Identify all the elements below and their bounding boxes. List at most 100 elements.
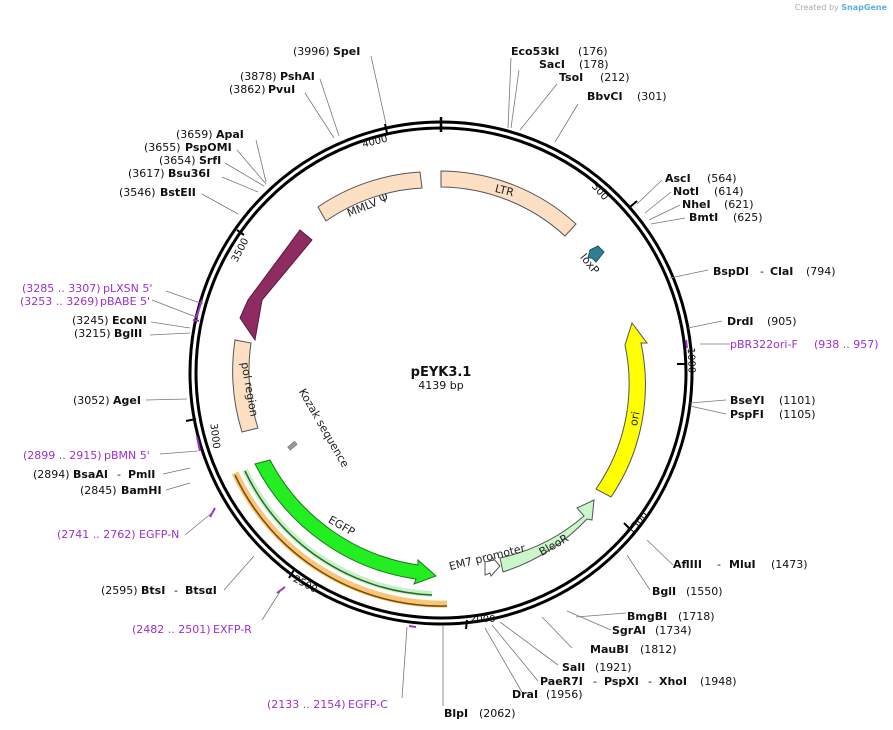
enzyme-bsu36i: Bsu36I xyxy=(168,167,210,180)
gag-feature[interactable] xyxy=(239,229,313,342)
ltr-feature[interactable] xyxy=(440,170,577,237)
site-bsu36i[interactable]: (3617)Bsu36I xyxy=(128,167,210,180)
site-noti[interactable]: NotI (614) xyxy=(673,185,744,198)
site-bgli[interactable]: BglI(1550) xyxy=(652,585,723,598)
enzyme-bbvci: BbvCI xyxy=(587,90,623,103)
site-saci[interactable]: SacI(178) xyxy=(539,58,609,71)
site-paer7i-pspxi-xhoi[interactable]: PaeR7I- PspXI- XhoI(1948) xyxy=(540,675,737,688)
primer-egfp-n-name: EGFP-N xyxy=(139,528,179,541)
enzyme-srfi: SrfI xyxy=(199,154,221,167)
pos-pvui: (3862) xyxy=(229,83,266,96)
site-pshai[interactable]: (3878)PshAI xyxy=(240,70,315,83)
enzyme-btsai: BtsαI xyxy=(185,584,217,597)
site-bspdi-clai[interactable]: BspDI- ClaI(794) xyxy=(713,265,836,278)
site-nhei[interactable]: NheI(621) xyxy=(682,198,754,211)
primer-exfp-r[interactable]: (2482 .. 2501)EXFP-R xyxy=(132,623,252,636)
primer-pbr322ori-f[interactable]: pBR322ori-F(938 .. 957) xyxy=(730,338,879,351)
primer-pbmn-name: pBMN 5' xyxy=(104,449,150,462)
primer-pbabe[interactable]: (3253 .. 3269)pBABE 5' xyxy=(20,295,150,308)
enzyme-apai: ApaI xyxy=(216,128,244,141)
site-drdi[interactable]: DrdI(905) xyxy=(727,315,797,328)
em7-promoter-feature[interactable] xyxy=(484,556,501,577)
site-apai[interactable]: (3659)ApaI xyxy=(176,128,244,141)
egfp-feature[interactable] xyxy=(254,459,437,585)
site-btsi-btsai[interactable]: (2595)BtsI- BtsαI xyxy=(101,584,217,597)
exfp-r-primer-band xyxy=(231,471,448,608)
enzyme-bamhi: BamHI xyxy=(121,484,162,497)
pos-bmgbi: (1718) xyxy=(678,610,715,623)
site-bsaai-pmli[interactable]: (2894)BsaAI- PmlI xyxy=(33,468,155,481)
primer-egfp-n[interactable]: (2741 .. 2762)EGFP-N xyxy=(57,528,179,541)
mmlv-psi-feature[interactable] xyxy=(317,171,423,222)
site-maubi[interactable]: MauBI(1812) xyxy=(590,643,677,656)
primer-pbmn[interactable]: (2899 .. 2915)pBMN 5' xyxy=(23,449,150,462)
pos-noti: (614) xyxy=(714,185,744,198)
primer-pbabe-range: (3253 .. 3269) xyxy=(20,295,99,308)
site-drai[interactable]: DraI(1956) xyxy=(512,688,583,701)
enzyme-drai: DraI xyxy=(512,688,538,701)
enzyme-pspxi: PspXI xyxy=(604,675,639,688)
site-bglii[interactable]: (3215)BglII xyxy=(74,327,142,340)
enzyme-bsaai: BsaAI xyxy=(73,468,108,481)
site-econi[interactable]: (3245)EcoNI xyxy=(72,314,147,327)
pos-sali: (1921) xyxy=(595,661,632,674)
pol-region-feature[interactable] xyxy=(232,339,259,433)
loxp-feature[interactable] xyxy=(587,245,605,263)
site-bmti[interactable]: BmtI(625) xyxy=(689,211,763,224)
site-bamhi[interactable]: (2845)BamHI xyxy=(80,484,162,497)
pos-pspomi: (3655) xyxy=(144,141,181,154)
primer-exfp-r-range: (2482 .. 2501) xyxy=(132,623,211,636)
enzyme-pspfi: PspFI xyxy=(730,408,764,421)
site-pvui[interactable]: (3862)PvuI xyxy=(229,83,295,96)
pos-pshai: (3878) xyxy=(240,70,277,83)
site-spei[interactable]: (3996)SpeI xyxy=(293,45,360,58)
primer-egfp-c-name: EGFP-C xyxy=(348,698,388,711)
pos-xhoi: (1948) xyxy=(700,675,737,688)
enzyme-bspdi: BspDI xyxy=(713,265,749,278)
site-pspfi[interactable]: PspFI(1105) xyxy=(730,408,816,421)
enzyme-bseyi: BseYI xyxy=(730,394,764,407)
enzyme-paer7i: PaeR7I xyxy=(540,675,583,688)
bleor-feature[interactable] xyxy=(499,499,595,573)
enzyme-asci: AscI xyxy=(665,172,691,185)
site-pspomi[interactable]: (3655) PspOMI xyxy=(144,141,232,154)
pos-clai: (794) xyxy=(806,265,836,278)
site-tsoi[interactable]: TsoI(212) xyxy=(559,71,630,84)
enzyme-clai: ClaI xyxy=(770,265,793,278)
site-sali[interactable]: SalI(1921) xyxy=(562,661,632,674)
primer-egfp-c-range: (2133 .. 2154) xyxy=(267,698,346,711)
site-bsteii[interactable]: (3546)BstEII xyxy=(119,186,196,199)
enzyme-pspomi: PspOMI xyxy=(185,141,232,154)
site-asci[interactable]: AscI (564) xyxy=(665,172,737,185)
enzyme-agei: AgeI xyxy=(113,394,141,407)
site-bbvci[interactable]: BbvCI(301) xyxy=(587,90,667,103)
pos-mlui: (1473) xyxy=(771,558,808,571)
primer-pbr322ori-f-name: pBR322ori-F xyxy=(730,338,798,351)
site-eco53ki[interactable]: Eco53kI(176) xyxy=(511,45,608,58)
pos-tsoi: (212) xyxy=(600,71,630,84)
ori-feature[interactable] xyxy=(595,321,648,498)
pos-asci: (564) xyxy=(707,172,737,185)
pos-bseyi: (1101) xyxy=(779,394,816,407)
primer-exfp-r-name: EXFP-R xyxy=(213,623,252,636)
enzyme-btsi: BtsI xyxy=(141,584,165,597)
site-agei[interactable]: (3052)AgeI xyxy=(73,394,141,407)
primer-egfp-c[interactable]: (2133 .. 2154)EGFP-C xyxy=(267,698,388,711)
site-afliii-mlui[interactable]: AflIII- MluI(1473) xyxy=(673,558,808,571)
tick-label-1500: 1500 xyxy=(626,510,651,537)
kozak-feature[interactable] xyxy=(287,440,298,451)
enzyme-econi: EcoNI xyxy=(112,314,147,327)
enzyme-bmgbi: BmgBI xyxy=(627,610,667,623)
pos-maubi: (1812) xyxy=(640,643,677,656)
enzyme-eco53ki: Eco53kI xyxy=(511,45,559,58)
plasmid-name: pEYK3.1 xyxy=(411,365,472,380)
site-sgrai[interactable]: SgrAI(1734) xyxy=(612,624,692,637)
enzyme-noti: NotI xyxy=(673,185,699,198)
site-srfi[interactable]: (3654)SrfI xyxy=(159,154,221,167)
created-by-text: Created by xyxy=(794,3,839,12)
site-bmgbi[interactable]: BmgBI (1718) xyxy=(627,610,715,623)
site-bseyi[interactable]: BseYI (1101) xyxy=(730,394,816,407)
site-blpi[interactable]: BlpI(2062) xyxy=(444,707,516,720)
primer-plxsn[interactable]: (3285 .. 3307)pLXSN 5' xyxy=(22,282,152,295)
